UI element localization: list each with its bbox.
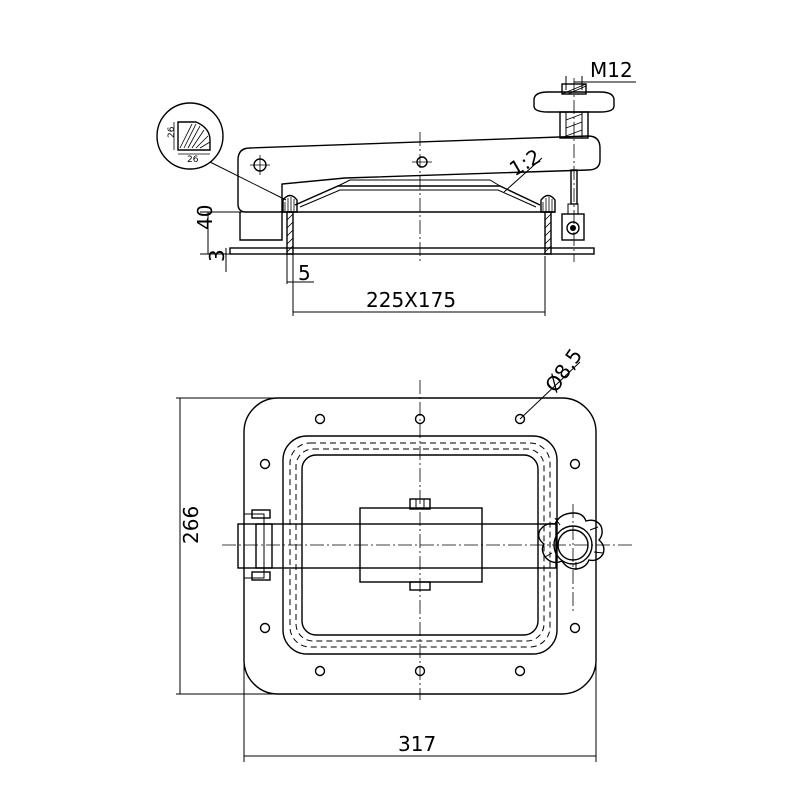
gasket-right	[540, 194, 556, 213]
bolt-hole	[569, 622, 581, 634]
bolt-hole	[569, 458, 581, 470]
side-view: M12 1:2 26 26 40 3 5 225X175	[156, 58, 636, 316]
lever-arm-top	[255, 523, 557, 569]
top-view: Ø8,5 266 317	[176, 344, 632, 762]
height-40-label: 40	[193, 205, 217, 230]
bolt-hole	[259, 622, 271, 634]
width-317-label: 317	[398, 732, 436, 756]
bolt-hole	[514, 413, 526, 425]
gasket-left	[282, 194, 298, 213]
hole-diameter-label: Ø8,5	[540, 344, 587, 397]
thread-label: M12	[590, 58, 633, 82]
hinge-block	[237, 523, 273, 569]
flange-thickness-label: 3	[205, 249, 229, 262]
cover-dome	[294, 185, 541, 206]
hinge-bracket	[239, 212, 283, 241]
detail-width-label: 26	[187, 155, 199, 165]
gasket-detail-profile	[177, 121, 211, 151]
lever-arm	[237, 135, 601, 213]
bolt-hole	[314, 665, 326, 677]
gasket-detail-circle	[156, 102, 224, 170]
wall-thickness-label: 5	[298, 261, 311, 285]
bolt-hole	[514, 665, 526, 677]
bolt-hole	[314, 413, 326, 425]
flange	[229, 247, 595, 255]
height-266-label: 266	[179, 506, 203, 544]
bolt-hole	[259, 458, 271, 470]
bolt-holes	[259, 413, 581, 677]
opening-size-label: 225X175	[366, 288, 456, 312]
detail-height-label: 26	[167, 126, 177, 138]
knob-bolt	[559, 111, 589, 139]
slope-label: 1:2	[505, 144, 545, 181]
star-knob	[533, 91, 615, 113]
